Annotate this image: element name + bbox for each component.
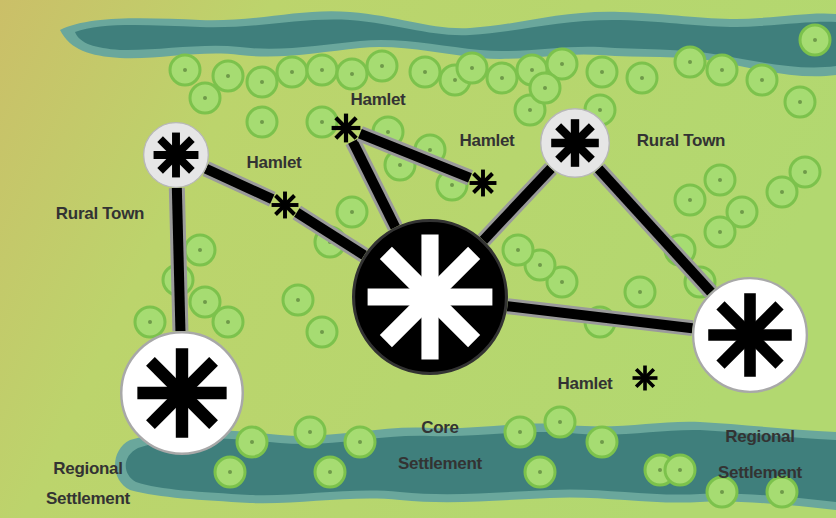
- hamlet-symbol: [469, 169, 497, 197]
- settlement-label: Hamlet: [247, 153, 302, 173]
- settlement-node: Regional Settlement: [692, 277, 808, 393]
- settlement-node: Rural Town: [540, 108, 610, 178]
- settlement-label: Rural Town: [56, 204, 144, 224]
- settlement-node: Rural Town: [143, 122, 209, 188]
- settlement-label: Rural Town: [637, 131, 725, 151]
- settlement-node: Hamlet: [632, 365, 658, 391]
- river-band: [60, 11, 836, 510]
- road-connector: [206, 169, 272, 199]
- road-connector: [297, 213, 364, 256]
- road-connector: [507, 306, 692, 328]
- settlement-node: Regional Settlement: [120, 331, 244, 455]
- settlement-label: Hamlet: [460, 131, 515, 151]
- settlement-node: Hamlet: [469, 169, 497, 197]
- settlement-node: Hamlet: [331, 113, 361, 143]
- hamlet-symbol: [331, 113, 361, 143]
- settlement-label: Regional Settlement: [705, 419, 815, 491]
- rural-symbol: [143, 122, 209, 188]
- settlement-node: Core Settlement: [352, 219, 508, 375]
- settlement-label: Hamlet: [351, 90, 406, 110]
- core-symbol: [352, 219, 508, 375]
- regional-symbol: [120, 331, 244, 455]
- settlement-label: Core Settlement: [385, 410, 495, 482]
- road-connector: [353, 141, 396, 227]
- rural-symbol: [540, 108, 610, 178]
- regional-symbol: [692, 277, 808, 393]
- road-connector: [177, 188, 181, 331]
- road-connector: [360, 134, 470, 178]
- hamlet-symbol: [271, 191, 299, 219]
- settlement-label: Hamlet: [558, 374, 613, 394]
- settlement-node: Hamlet: [271, 191, 299, 219]
- road-connector: [599, 169, 711, 292]
- trees: [135, 25, 830, 507]
- hamlet-symbol: [632, 365, 658, 391]
- road-connector: [483, 168, 551, 240]
- settlement-label: Regional Settlement: [33, 454, 143, 514]
